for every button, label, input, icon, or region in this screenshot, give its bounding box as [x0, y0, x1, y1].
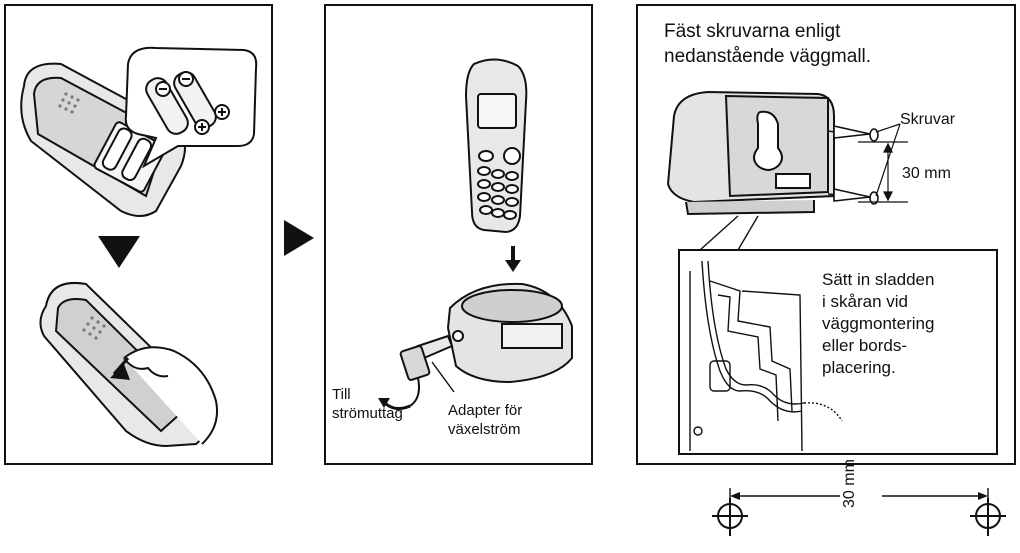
wall-mount-drawing [666, 90, 908, 251]
screws-label: Skruvar [900, 111, 956, 128]
template-distance-label: 30 mm [841, 459, 858, 508]
adapter-leader-line [431, 361, 455, 393]
battery-zoom-bubble [124, 46, 258, 169]
wall-mount-panel: Fäst skruvarna enligt nedanstående väggm… [636, 4, 1016, 465]
wall-template-drawing [712, 488, 1006, 536]
cord-groove-inset: Sätt in sladden i skåran vid väggmonteri… [678, 249, 998, 455]
handset-front-illustration [464, 58, 528, 234]
battery-installation-panel [4, 4, 273, 465]
charger-base-illustration [446, 282, 573, 384]
down-arrow-icon [505, 246, 521, 272]
outlet-label: Till strömuttag [332, 386, 403, 422]
charger-panel: Till strömuttag Adapter för växelström [324, 4, 593, 465]
cord-groove-drawing [689, 260, 843, 452]
wall-template: 30 mm [700, 459, 1020, 548]
ac-adapter-plug-icon [378, 334, 454, 411]
wall-mount-title: Fäst skruvarna enligt nedanstående väggm… [664, 21, 872, 67]
charger-drawing [378, 58, 573, 411]
screw-icon [827, 125, 879, 205]
battery-cell-icon [145, 71, 230, 135]
charger-rear-illustration [666, 90, 835, 216]
inset-instruction: Sätt in sladden i skåran vid väggmonteri… [822, 270, 935, 378]
handset-back-illustration [20, 62, 186, 217]
adapter-label: Adapter för växelström [448, 402, 523, 438]
battery-installation-drawing [20, 46, 258, 448]
down-triangle-arrow [98, 236, 140, 268]
handset-cover-illustration [39, 282, 218, 448]
distance-label: 30 mm [902, 165, 951, 182]
distance-marker [858, 141, 908, 203]
right-triangle-arrow [284, 220, 314, 256]
